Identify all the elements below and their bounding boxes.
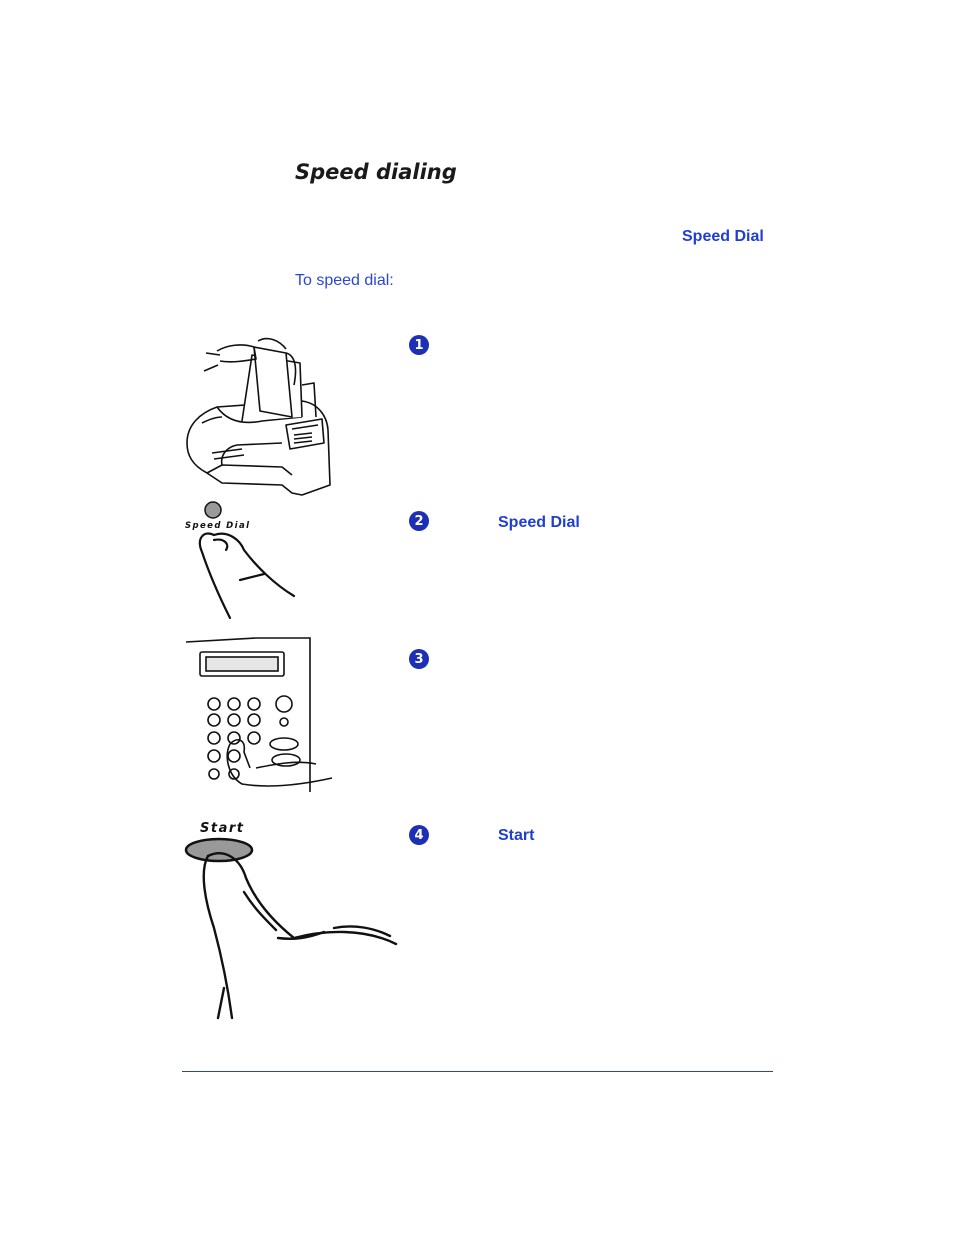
- footer-rule: [182, 1071, 773, 1072]
- intro-speed-dial-keyword: Speed Dial: [682, 228, 764, 245]
- speed-dial-button-label: Speed Dial: [185, 521, 250, 531]
- step-1-badge: 1: [409, 335, 429, 355]
- speed-dial-button-illustration: Speed Dial: [185, 501, 296, 620]
- step-2-keyword: Speed Dial: [498, 514, 580, 531]
- step-2-badge: 2: [409, 511, 429, 531]
- step-3-badge: 3: [409, 649, 429, 669]
- keypad-illustration: [185, 637, 333, 792]
- fax-machine-loading-illustration: [186, 337, 331, 496]
- start-button-illustration: Start: [184, 821, 398, 1020]
- step-4-keyword: Start: [498, 827, 535, 844]
- section-title: Speed dialing: [295, 160, 457, 184]
- start-button-label: Start: [200, 821, 244, 836]
- step-4-badge: 4: [409, 825, 429, 845]
- procedure-heading: To speed dial:: [295, 272, 394, 289]
- speed-dial-button-icon: [204, 501, 222, 519]
- start-button-icon: [184, 837, 254, 863]
